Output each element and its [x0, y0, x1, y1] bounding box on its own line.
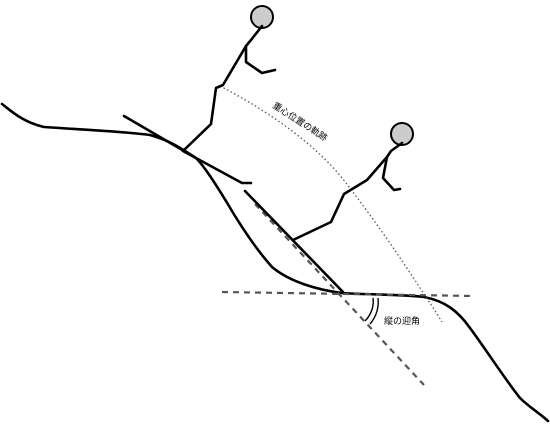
- jumper-lower-body: [291, 141, 404, 242]
- horizontal-reference-line: [221, 290, 475, 298]
- angle-arc-inner: [364, 297, 374, 322]
- jumper-upper-leg: [181, 149, 253, 185]
- jumper-upper: [122, 5, 277, 185]
- ski-direction-reference-line: [254, 203, 425, 386]
- slope-profile: [0, 102, 550, 423]
- jumper-lower-ski: [243, 189, 345, 294]
- jumper-lower: [243, 122, 414, 294]
- angle-arc-outer: [369, 297, 379, 325]
- jumper-upper-ski: [122, 114, 198, 160]
- angle-label: 縦の迎角: [384, 315, 420, 327]
- jumper-upper-arm: [244, 44, 277, 75]
- jumper-upper-body: [181, 24, 264, 153]
- jumper-lower-arm: [381, 155, 402, 192]
- jumper-lower-head: [390, 122, 414, 146]
